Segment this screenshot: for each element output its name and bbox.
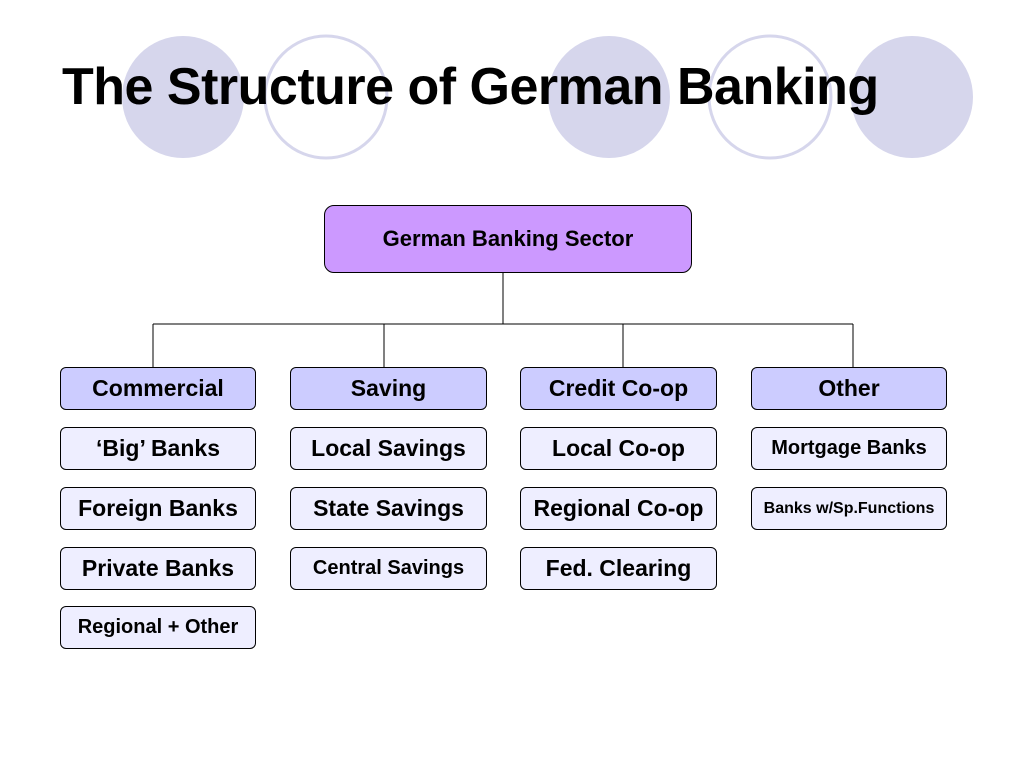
node-regional-other: Regional + Other bbox=[60, 606, 256, 649]
decorative-circles bbox=[122, 34, 973, 160]
node-mortgage-banks: Mortgage Banks bbox=[751, 427, 947, 470]
node-banks-special-functions: Banks w/Sp.Functions bbox=[751, 487, 947, 530]
node-central-savings: Central Savings bbox=[290, 547, 487, 590]
deco-circle-outline bbox=[263, 34, 389, 160]
node-foreign-banks: Foreign Banks bbox=[60, 487, 256, 530]
deco-circle-outline bbox=[707, 34, 833, 160]
deco-circle-filled bbox=[122, 36, 244, 158]
category-credit-coop: Credit Co-op bbox=[520, 367, 717, 410]
node-local-coop: Local Co-op bbox=[520, 427, 717, 470]
node-private-banks: Private Banks bbox=[60, 547, 256, 590]
category-commercial: Commercial bbox=[60, 367, 256, 410]
deco-circle-filled bbox=[851, 36, 973, 158]
node-regional-coop: Regional Co-op bbox=[520, 487, 717, 530]
category-saving: Saving bbox=[290, 367, 487, 410]
category-other: Other bbox=[751, 367, 947, 410]
node-big-banks: ‘Big’ Banks bbox=[60, 427, 256, 470]
deco-circle-filled bbox=[548, 36, 670, 158]
page-title: The Structure of German Banking bbox=[62, 58, 879, 116]
node-fed-clearing: Fed. Clearing bbox=[520, 547, 717, 590]
root-node: German Banking Sector bbox=[324, 205, 692, 273]
node-local-savings: Local Savings bbox=[290, 427, 487, 470]
node-state-savings: State Savings bbox=[290, 487, 487, 530]
